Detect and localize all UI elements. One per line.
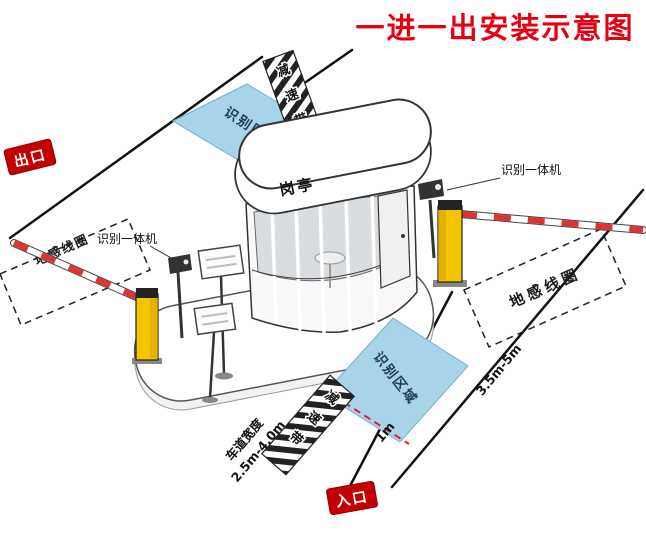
ground-coil-outline <box>463 228 627 348</box>
barrier-arm <box>457 211 646 233</box>
left-camera-unit <box>168 254 192 339</box>
window-mullion <box>294 199 302 331</box>
barrier-base <box>132 358 162 364</box>
sign-board-lower <box>193 302 237 403</box>
sign-line <box>206 262 237 270</box>
barrier-post-cap <box>136 288 158 298</box>
sign-pole <box>208 331 216 399</box>
ground-coil-outline <box>0 218 151 326</box>
sign-line <box>201 312 228 318</box>
exit-badge: 出口 <box>3 138 57 176</box>
barrier-post-shade <box>150 296 158 358</box>
roof-top <box>238 98 432 190</box>
booth-table-top <box>314 251 346 265</box>
right-recognition-machine-callout: 识别一体机 <box>446 163 561 191</box>
sign-panel <box>193 302 237 336</box>
door-handle <box>401 234 405 238</box>
sign-panel <box>197 244 245 280</box>
entrance-badge: 入口 <box>326 481 378 515</box>
camera-lens-icon <box>183 259 189 265</box>
speed-bump-band <box>260 374 356 476</box>
camera-pole <box>176 271 184 339</box>
bottom-speed-bump: 减速带 <box>260 374 356 476</box>
booth-roof: 岗亭 <box>234 98 432 215</box>
bottom-recognition-area: 识别区域 1m <box>323 317 469 445</box>
left-recognition-machine-callout: 识别一体机 <box>97 232 174 260</box>
recognition-machine-label: 识别一体机 <box>97 232 157 246</box>
recognition-area-zone <box>323 317 469 443</box>
left-barrier-gate <box>10 239 162 364</box>
booth-door <box>377 189 411 289</box>
sign-line <box>205 254 236 262</box>
exit-road-left-edge <box>8 55 264 240</box>
window-mullion <box>318 197 326 334</box>
recognition-machine-label: 识别一体机 <box>501 163 561 177</box>
window-mullion <box>370 193 378 328</box>
camera-pole <box>428 199 436 259</box>
barrier-base <box>433 280 467 287</box>
camera-head-icon <box>168 254 192 274</box>
entrance-road-right-edge <box>390 188 645 489</box>
right-camera-unit <box>418 179 444 259</box>
page-title: 一进一出安装示意图 <box>355 11 634 45</box>
entrance-badge-label: 入口 <box>335 488 370 510</box>
window-mullion <box>270 203 278 324</box>
badge-background <box>326 481 378 515</box>
leader-line <box>446 177 501 191</box>
barrier-post-cap <box>438 200 462 210</box>
barrier-arm-stripes <box>12 240 152 306</box>
camera-lens-icon <box>435 184 441 190</box>
badge-background <box>3 138 57 176</box>
guard-booth <box>245 185 418 334</box>
sign-base <box>202 397 218 403</box>
leader-line <box>149 245 174 260</box>
sign-board-upper <box>197 244 245 380</box>
sign-line <box>202 320 229 326</box>
window-mullion <box>344 195 352 333</box>
sign-base <box>215 372 233 380</box>
right-barrier-gate <box>433 200 646 287</box>
barrier-post-shade <box>438 208 446 280</box>
